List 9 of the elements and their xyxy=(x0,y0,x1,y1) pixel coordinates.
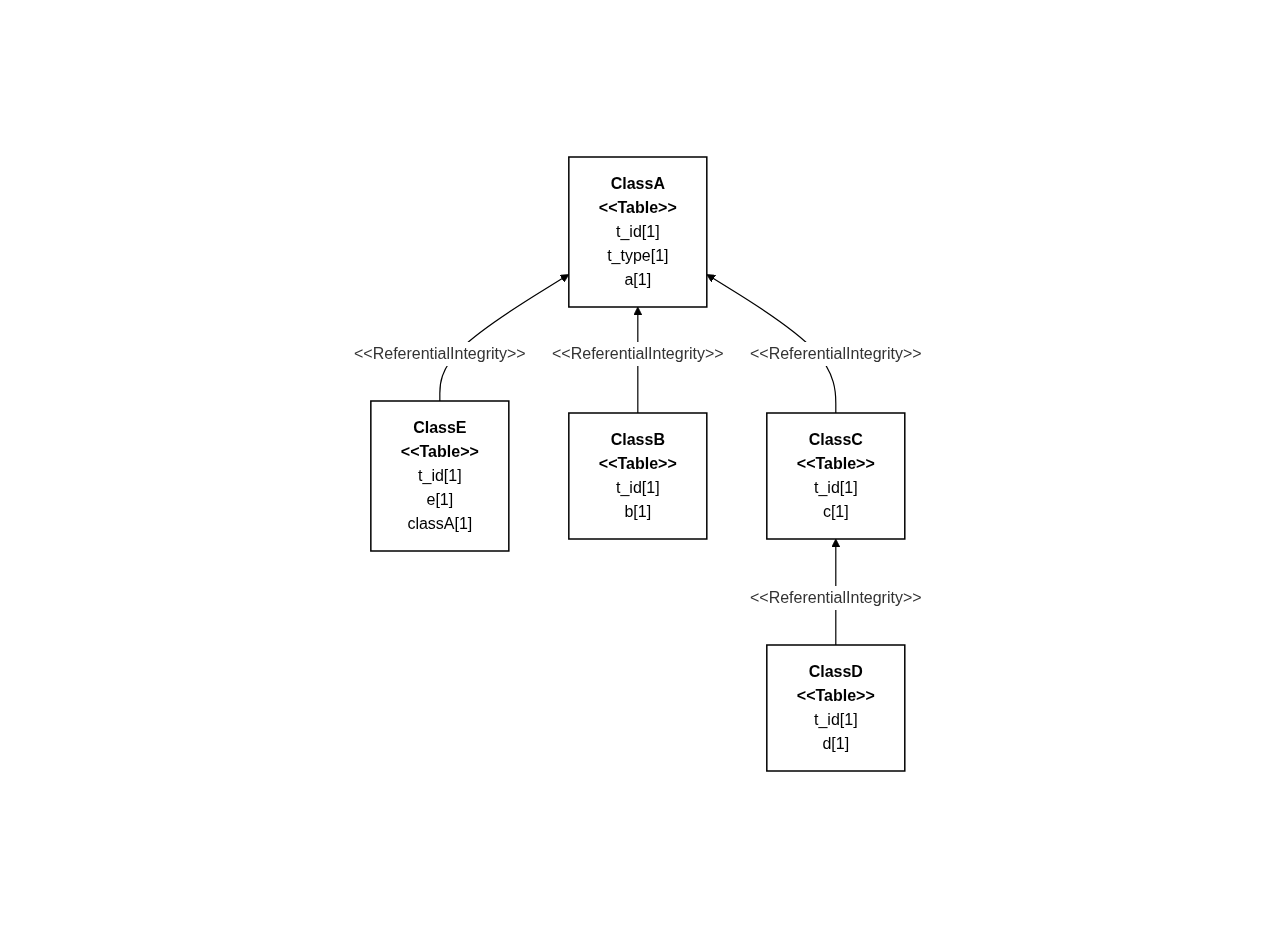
edge-label: <<ReferentialIntegrity>> xyxy=(354,344,526,362)
node-box: ClassE <<Table>> t_id[1] e[1] classA[1] xyxy=(370,399,510,552)
node-box: ClassD <<Table>> t_id[1] d[1] xyxy=(766,643,906,772)
edge-label: <<ReferentialIntegrity>> xyxy=(750,344,922,362)
edge-label: <<ReferentialIntegrity>> xyxy=(750,588,922,606)
edge-label: <<ReferentialIntegrity>> xyxy=(552,344,724,362)
node-box: ClassA <<Table>> t_id[1] t_type[1] a[1] xyxy=(568,155,708,308)
node-box: ClassC <<Table>> t_id[1] c[1] xyxy=(766,411,906,540)
node-box: ClassB <<Table>> t_id[1] b[1] xyxy=(568,411,708,540)
